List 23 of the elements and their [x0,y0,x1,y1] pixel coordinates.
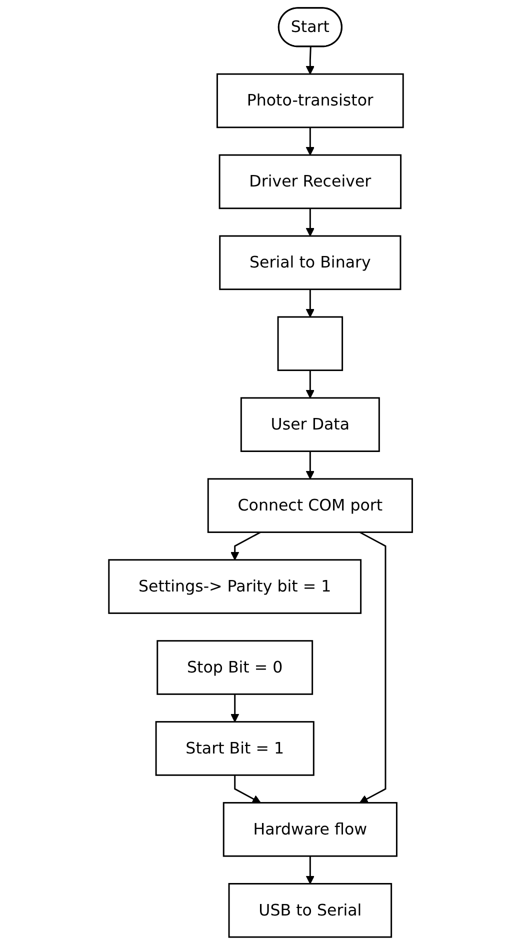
arrow [306,127,315,156]
arrow [360,532,387,804]
arrow [230,532,262,560]
arrow [306,289,315,318]
arrow [230,694,240,722]
arrow [306,370,315,398]
node-box [223,802,398,857]
node-box [156,721,315,776]
arrow [306,451,315,480]
node-box [108,559,362,614]
arrow [306,46,315,74]
node-box [219,154,402,210]
arrow [306,208,315,236]
node-box [228,883,392,938]
node-box [157,640,314,695]
arrow [234,775,262,804]
node-box [220,235,402,290]
arrow [306,856,315,884]
node-box [216,73,404,128]
node-box [240,397,380,452]
flowchart: Start Photo-transistor Driver Receiver Serial to Binary User Data Connect COM port Settings-> Parity bit = 1 Stop Bit = 0 Start Bit = 1 Hardware flow USB to Serial [101,0,421,945]
node-box [208,478,414,533]
node-box [278,316,344,372]
